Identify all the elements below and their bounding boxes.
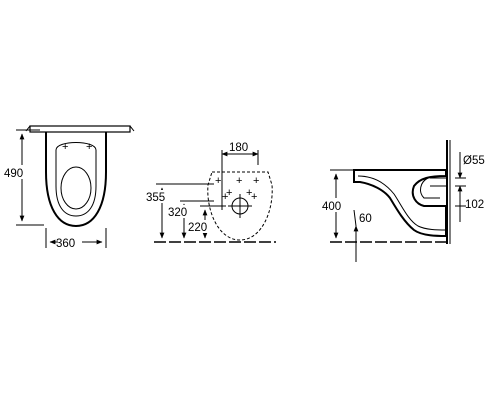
svg-text:+: + <box>226 187 232 199</box>
top-width-label: 360 <box>56 238 75 250</box>
top-view: + + 490 360 <box>4 125 135 250</box>
front-view: + + + + + + + 180 355 320 220 <box>146 142 276 243</box>
front-bowl-outline <box>207 171 273 241</box>
side-60-label: 60 <box>359 213 372 225</box>
front-220-label: 220 <box>188 222 207 234</box>
svg-text:+: + <box>251 191 257 203</box>
side-bowl-profile <box>353 169 447 238</box>
svg-text:+: + <box>236 175 242 187</box>
top-seat-ring <box>55 142 97 217</box>
svg-text:+: + <box>253 175 259 187</box>
svg-text:+: + <box>215 175 221 187</box>
side-height-label: 400 <box>322 201 341 213</box>
front-355-label: 355 <box>146 192 165 204</box>
side-diameter-label: Ø55 <box>463 155 485 167</box>
front-320-label: 320 <box>168 207 187 219</box>
top-bowl-outline <box>45 132 107 228</box>
top-height-label: 490 <box>4 168 23 180</box>
top-bolt-right: + <box>86 141 92 153</box>
side-bowl-inner <box>357 175 447 231</box>
top-wall <box>29 125 131 133</box>
side-view: 400 60 Ø55 102 <box>322 140 485 262</box>
svg-text:+: + <box>222 191 228 203</box>
top-bolt-left: + <box>62 141 68 153</box>
front-spacing-label: 180 <box>229 142 248 154</box>
top-bowl-opening <box>60 166 92 210</box>
front-fixing-holes: + + + + + <box>215 175 259 199</box>
side-102-label: 102 <box>465 199 484 211</box>
svg-text:+: + <box>246 187 252 199</box>
